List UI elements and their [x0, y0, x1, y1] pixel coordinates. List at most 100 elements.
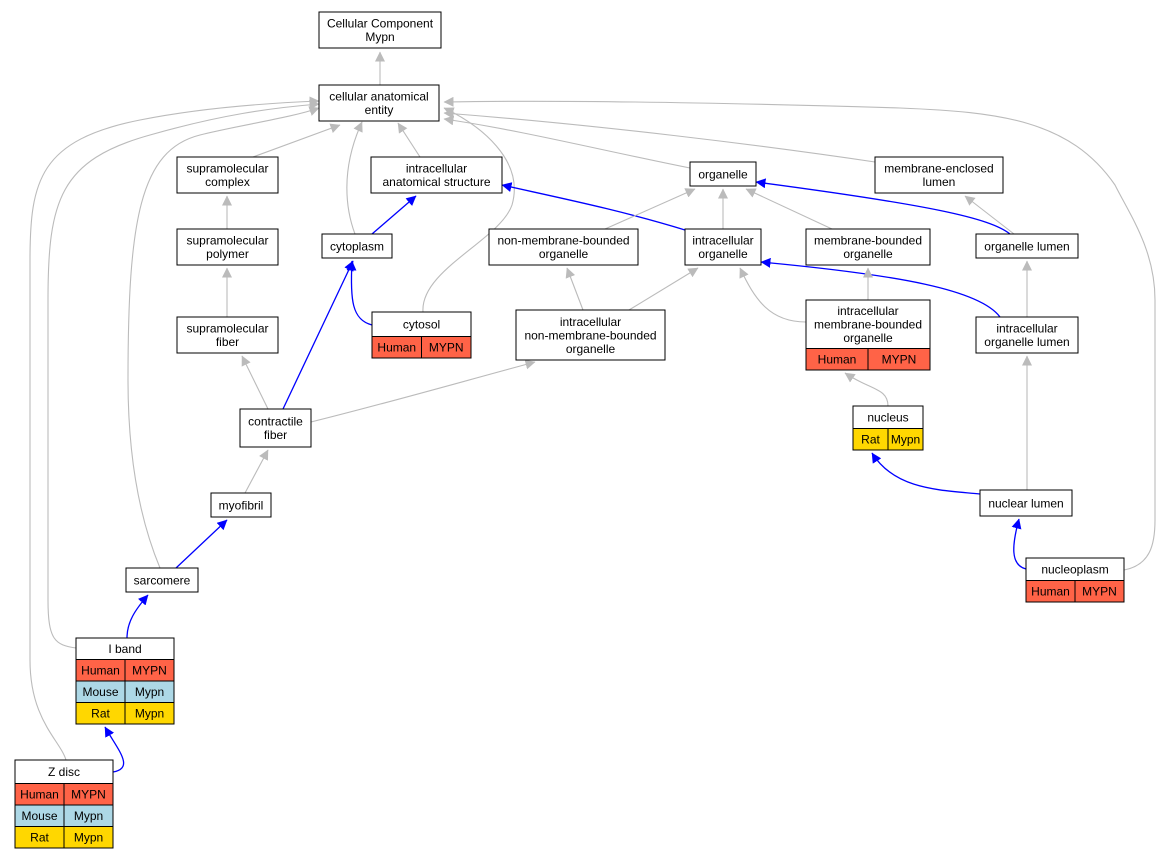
node-label: nucleus — [867, 411, 908, 425]
gene-label: Mypn — [74, 809, 103, 823]
edge-contractile-fiber-to-intracellular-non-membrane-bounded-organelle — [310, 359, 536, 423]
node-intracellular-membrane-bounded-organelle[interactable]: intracellularmembrane-boundedorganelleHu… — [805, 299, 931, 371]
node-label: organelle lumen — [984, 335, 1069, 349]
gene-label: Mypn — [135, 685, 164, 699]
gene-label: MYPN — [132, 664, 167, 678]
node-box — [874, 156, 1004, 194]
node-box — [321, 233, 393, 259]
edge-nuclear-lumen-to-nucleus — [871, 452, 981, 495]
node-label: Mypn — [365, 30, 394, 44]
node-box — [370, 156, 503, 194]
edge-cytosol-to-cytoplasm — [346, 260, 373, 326]
node-label: supramolecular — [186, 234, 268, 248]
edge-contractile-fiber-to-supramolecular-fiber — [241, 355, 269, 410]
edge-cytosol-to-cellular-anatomical-entity — [422, 107, 515, 313]
edge-organelle-lumen-to-organelle — [755, 178, 1011, 235]
node-label: myofibril — [219, 498, 264, 512]
node-label: sarcomere — [134, 573, 191, 587]
gene-cell — [887, 428, 924, 451]
species-label: Human — [818, 353, 857, 367]
species-label: Rat — [30, 831, 49, 845]
node-box — [176, 316, 279, 354]
edge-cytoplasm-to-intracellular-anatomical-structure — [371, 195, 417, 235]
node-label: organelle — [698, 247, 748, 261]
node-label: supramolecular — [186, 322, 268, 336]
node-sarcomere[interactable]: sarcomere — [125, 567, 199, 593]
node-intracellular-non-membrane-bounded-organelle[interactable]: intracellularnon-membrane-boundedorganel… — [515, 309, 666, 361]
gene-cell — [1074, 580, 1125, 603]
edges-layer — [29, 51, 1156, 773]
node-label: nuclear lumen — [988, 496, 1063, 510]
node-box — [371, 311, 472, 337]
edge-z-disc-to-i-band — [104, 726, 125, 773]
node-label: membrane-bounded — [814, 234, 922, 248]
node-label: anatomical structure — [382, 175, 490, 189]
node-box — [176, 156, 279, 194]
species-label: Mouse — [21, 809, 57, 823]
gene-label: MYPN — [71, 788, 106, 802]
node-label: cytosol — [403, 318, 440, 332]
node-box — [805, 299, 931, 349]
node-label: organelle — [539, 247, 589, 261]
node-box — [210, 492, 272, 518]
node-box — [689, 161, 757, 187]
edge-intracellular-organelle-lumen-to-intracellular-organelle — [760, 257, 1001, 318]
edge-intracellular-membrane-bounded-organelle-to-intracellular-organelle — [739, 267, 807, 323]
node-box — [684, 228, 762, 266]
edge-sarcomere-to-cellular-anatomical-entity — [127, 106, 320, 569]
node-box — [318, 11, 442, 49]
edge-intracellular-non-membrane-bounded-organelle-to-non-membrane-bounded-organelle — [565, 267, 584, 311]
node-label: non-membrane-bounded — [524, 328, 656, 342]
node-organelle[interactable]: organelle — [689, 161, 757, 187]
node-label: cellular anatomical — [329, 90, 428, 104]
gene-label: Mypn — [135, 707, 164, 721]
node-box — [979, 489, 1073, 517]
edge-non-membrane-bounded-organelle-to-organelle — [604, 188, 696, 230]
node-label: fiber — [264, 428, 287, 442]
species-label: Rat — [861, 433, 880, 447]
node-label: nucleoplasm — [1041, 563, 1108, 577]
gene-label: MYPN — [1082, 585, 1117, 599]
node-box — [515, 309, 666, 361]
node-box — [488, 228, 639, 266]
node-label: I band — [108, 642, 141, 656]
node-label: entity — [365, 103, 394, 117]
node-nuclear-lumen[interactable]: nuclear lumen — [979, 489, 1073, 517]
gene-cell — [63, 826, 114, 849]
node-label: complex — [205, 175, 250, 189]
node-organelle-lumen[interactable]: organelle lumen — [975, 233, 1079, 259]
species-label: Human — [377, 341, 416, 355]
edge-sarcomere-to-myofibril — [175, 519, 228, 569]
node-label: intracellular — [406, 162, 467, 176]
species-label: Human — [1031, 585, 1070, 599]
node-label: organelle — [843, 331, 893, 345]
edge-organelle-to-cellular-anatomical-entity — [443, 115, 691, 169]
node-myofibril[interactable]: myofibril — [210, 492, 272, 518]
edge-intracellular-non-membrane-bounded-organelle-to-intracellular-organelle — [628, 267, 699, 311]
node-label: organelle lumen — [984, 239, 1069, 253]
node-label: non-membrane-bounded — [497, 234, 629, 248]
node-label: membrane-bounded — [814, 318, 922, 332]
species-label: Rat — [91, 707, 110, 721]
node-cytoplasm[interactable]: cytoplasm — [321, 233, 393, 259]
gene-label: MYPN — [429, 341, 464, 355]
edge-nucleoplasm-to-nuclear-lumen — [1011, 518, 1027, 570]
